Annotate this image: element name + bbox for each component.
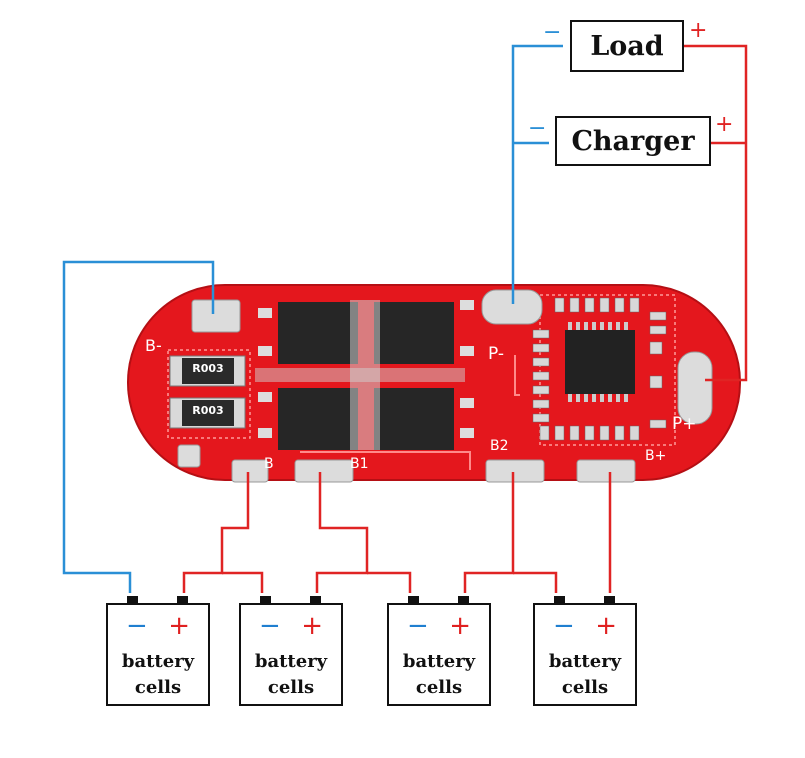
battery-terminal-minus: [127, 596, 138, 605]
negative-wires: [62, 44, 563, 593]
battery-terminal-minus: [408, 596, 419, 605]
battery-terminal-plus: [310, 596, 321, 605]
pad-label-b: B: [264, 456, 274, 472]
solder-pads: [177, 289, 713, 483]
charger-box: Charger: [555, 116, 711, 166]
mosfet-chips: [255, 300, 474, 450]
pad-label-b-minus: B-: [145, 336, 162, 355]
pad-label-p-plus: P+: [672, 414, 697, 434]
battery-plus-sign: +: [168, 611, 190, 641]
battery-minus-sign: −: [553, 611, 575, 641]
battery-terminal-minus: [554, 596, 565, 605]
pcb-board: [127, 284, 741, 483]
resistor-label-top: R003: [192, 362, 224, 375]
charger-plus-sign: +: [715, 112, 734, 137]
battery-minus-sign: −: [407, 611, 429, 641]
battery-terminal-plus: [177, 596, 188, 605]
pad-label-b2: B2: [490, 438, 509, 454]
pad-label-b1: B1: [350, 456, 369, 472]
smd-components: [532, 297, 667, 441]
resistor-r003-bottom: [169, 397, 246, 429]
bms-ic: [565, 322, 635, 402]
pcb-traces: [300, 355, 520, 470]
pad-label-p-minus: P-: [488, 344, 505, 364]
load-label: Load: [590, 30, 664, 62]
positive-wires: [182, 44, 748, 593]
charger-minus-sign: −: [528, 116, 547, 141]
pad-label-b-plus: B+: [645, 448, 667, 464]
battery-terminal-plus: [604, 596, 615, 605]
battery-terminal-minus: [260, 596, 271, 605]
battery-plus-sign: +: [449, 611, 471, 641]
battery-minus-sign: −: [259, 611, 281, 641]
battery-minus-sign: −: [126, 611, 148, 641]
battery-plus-sign: +: [595, 611, 617, 641]
battery-terminal-plus: [458, 596, 469, 605]
load-plus-sign: +: [689, 18, 708, 43]
load-minus-sign: −: [543, 20, 562, 45]
battery-plus-sign: +: [301, 611, 323, 641]
load-box: Load: [570, 20, 684, 72]
resistor-r003-top: [169, 355, 246, 387]
resistor-label-bottom: R003: [192, 404, 224, 417]
charger-label: Charger: [571, 125, 695, 157]
